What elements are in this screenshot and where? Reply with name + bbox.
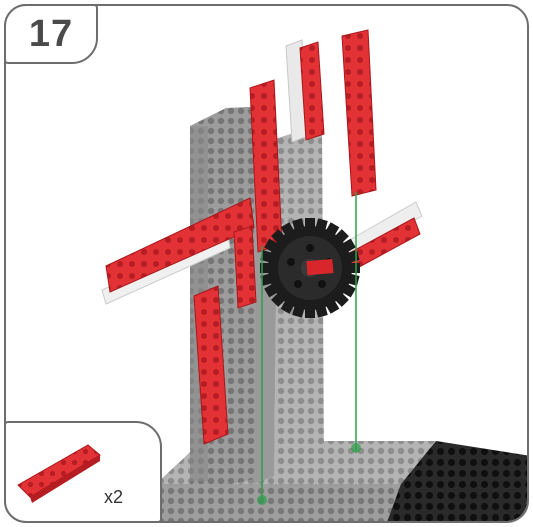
parts-needed-box: x2	[4, 421, 162, 523]
upright-beam-red-2	[342, 30, 376, 196]
red-beam-icon	[14, 435, 104, 513]
gear	[260, 218, 360, 318]
step-badge: 17	[4, 4, 98, 64]
step-number: 17	[6, 13, 96, 56]
lower-beam-red-2	[234, 226, 256, 308]
part-quantity: x2	[104, 487, 123, 508]
